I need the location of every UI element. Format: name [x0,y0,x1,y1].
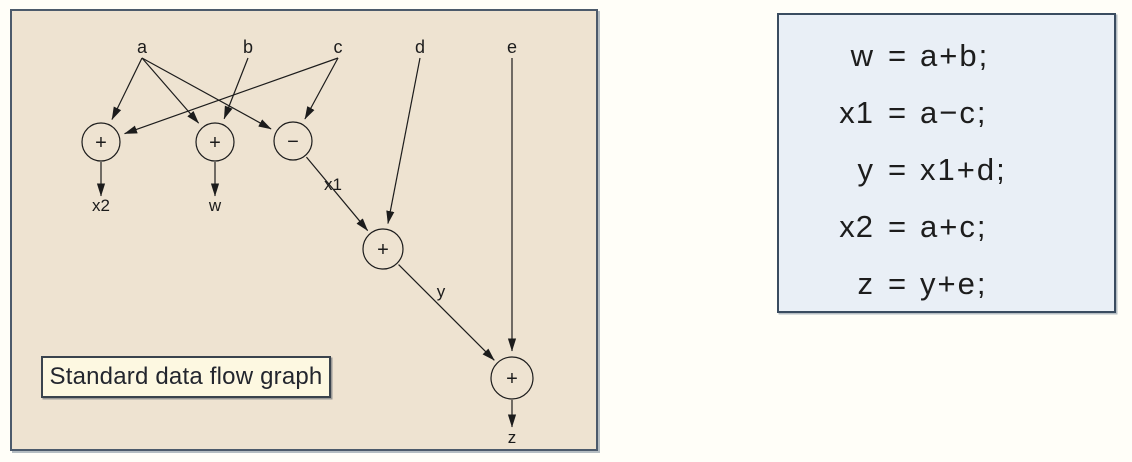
op-node-n_y [362,228,404,270]
op-symbol-n_x2: + [95,132,107,154]
code-lhs-3: x2 [839,209,874,244]
edge-a-to-n_x1 [141,57,272,130]
op-symbol-n_y: + [377,239,389,261]
edge-a-to-n_x2 [111,57,143,120]
graph-caption-text: Standard data flow graph [49,363,323,390]
output-label-x2: x2 [92,196,110,215]
code-line-z: z = y+e; [779,255,1114,312]
output-label-w: w [208,196,222,215]
code-listing: w = a+b; x1 = a−c; y = x1+d; x2 = a+c; z = y+e; [777,13,1116,313]
code-line-x1: x1 = a−c; [779,84,1114,141]
input-label-a: a [137,37,148,57]
edge-label-x1: x1 [324,175,342,194]
code-rhs-1: a−c; [920,95,988,130]
code-lhs-4: z [857,266,874,301]
graph-caption-box: Standard data flow graph [41,356,331,398]
op-symbol-n_x1: − [287,131,299,153]
edge-c-to-n_x1 [304,57,339,120]
code-line-w: w = a+b; [779,27,1114,84]
op-node-n_w [195,122,235,162]
code-equals-4: = [887,266,907,301]
code-rhs-4: y+e; [920,266,988,301]
edge-b-to-n_w [223,57,249,120]
edge-n_y-to-n_z [398,264,495,361]
code-rhs-2: x1+d; [920,152,1007,187]
edge-label-y: y [437,282,446,301]
data-flow-graph-panel: x1 y x2 w z + + − + + a b c d e Standard data flow gra… [10,9,598,451]
input-label-e: e [507,37,517,57]
edge-d-to-n_y [386,57,421,224]
code-line-x2: x2 = a+c; [779,198,1114,255]
edge-c-to-n_x2 [124,57,339,135]
code-rhs-0: a+b; [920,38,990,73]
op-node-n_z [490,356,534,400]
code-lhs-2: y [857,152,874,187]
input-label-d: d [415,37,425,57]
input-label-c: c [334,37,343,57]
data-flow-graph-svg: x1 y x2 w z + + − + + a b c d e [81,37,534,447]
code-equals-1: = [887,95,907,130]
op-symbol-n_z: + [506,368,518,390]
edge-a-to-n_w [141,57,200,124]
op-node-n_x1 [273,121,313,161]
op-node-n_x2 [81,122,121,162]
code-lhs-0: w [850,38,874,73]
code-lhs-1: x1 [839,95,874,130]
code-line-y: y = x1+d; [779,141,1114,198]
code-rhs-3: a+c; [920,209,988,244]
code-equals-2: = [887,152,907,187]
output-label-z: z [508,428,517,447]
edge-n_x1-to-n_y [305,156,369,231]
op-symbol-n_w: + [209,132,221,154]
code-equals-0: = [887,38,907,73]
code-equals-3: = [887,209,907,244]
input-label-b: b [243,37,253,57]
